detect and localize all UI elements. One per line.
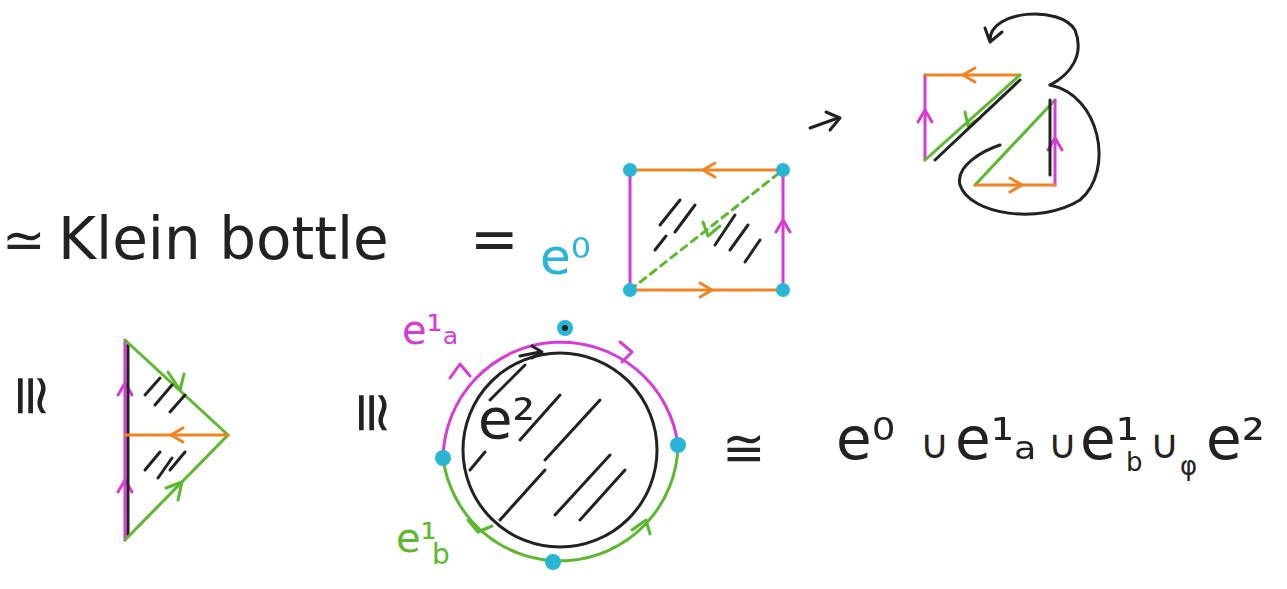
relation-symbol: ≅ [722, 420, 766, 477]
relation-symbol: ≃ [2, 212, 46, 269]
square-model [623, 163, 790, 297]
relation-symbol: = [470, 208, 519, 272]
formula-term: e² [1206, 408, 1265, 472]
relation-symbol: ≅ [2, 372, 64, 419]
cell-label: e¹ₐ [402, 308, 458, 352]
cell-subscript: b [432, 540, 450, 571]
formula-operator: ∪ [1150, 422, 1179, 466]
relation-symbol: ≅ [343, 389, 405, 436]
formula-subscript: φ [1180, 452, 1197, 481]
cell-label: e⁰ [540, 230, 591, 285]
formula-term: e⁰ [836, 408, 895, 472]
cell-label: e² [478, 388, 535, 450]
heading-text: Klein bottle [58, 208, 389, 272]
formula-term: e¹ₐ [955, 408, 1037, 472]
formula-operator: ∪ [1048, 422, 1077, 466]
formula-operator: ∪ [920, 422, 949, 466]
formula-subscript: b [1126, 448, 1143, 477]
cell-label: e¹ [396, 516, 437, 560]
